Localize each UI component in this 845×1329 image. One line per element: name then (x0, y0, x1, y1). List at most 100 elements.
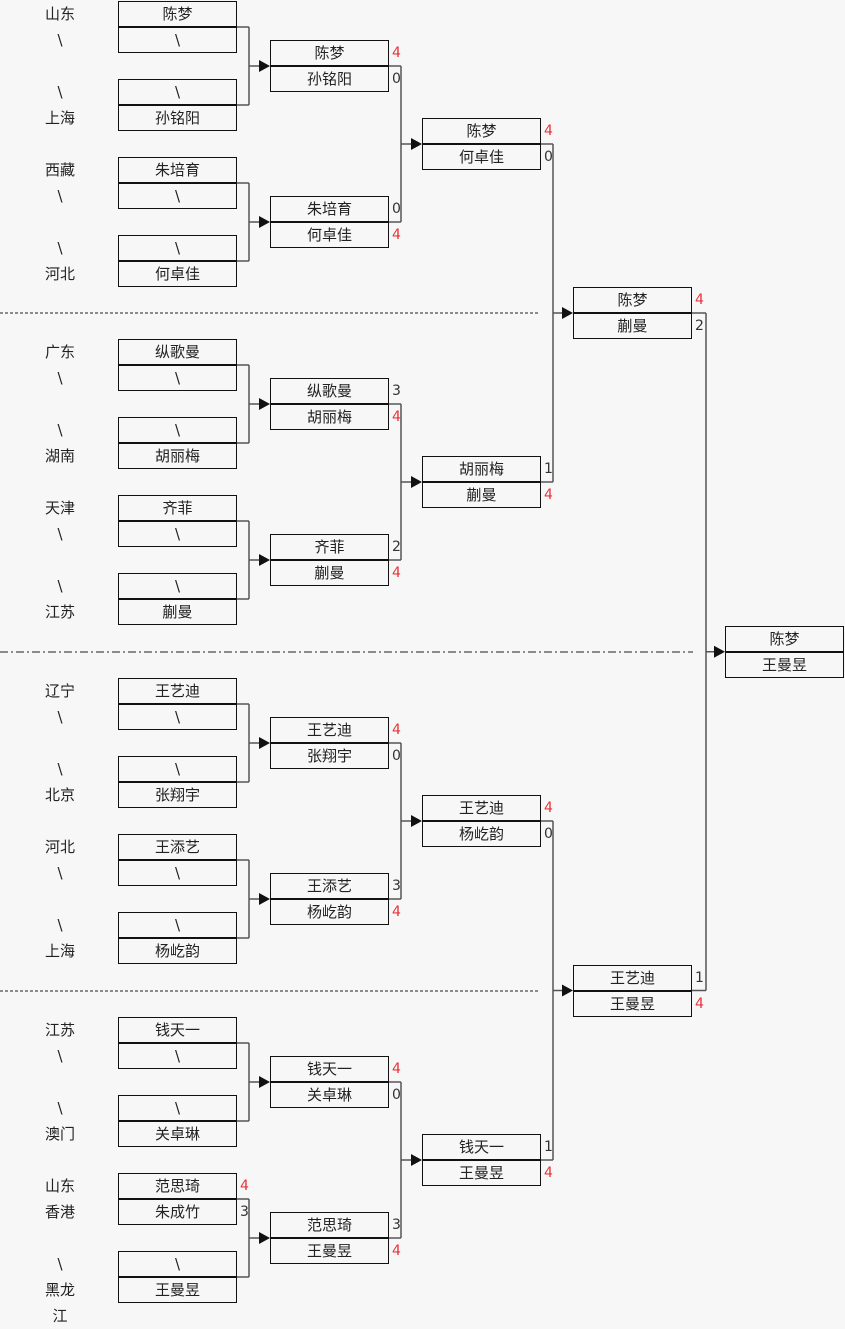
round4-player-cell[interactable]: 陈梦 (573, 287, 692, 313)
score-label: 0 (544, 149, 553, 165)
round1-player-cell[interactable]: 朱培育 (118, 157, 237, 183)
round1-player-cell[interactable]: \ (118, 365, 237, 391)
score-label: 3 (392, 878, 401, 894)
round2-player-cell[interactable]: 王曼昱 (270, 1238, 389, 1264)
region-label: \ (57, 421, 63, 439)
region-label: 上海 (44, 942, 75, 960)
round2-player-cell[interactable]: 王艺迪 (270, 717, 389, 743)
round1-player-cell[interactable]: \ (118, 79, 237, 105)
round3-player-cell[interactable]: 杨屹韵 (422, 821, 541, 847)
round1-player-cell[interactable]: 纵歌曼 (118, 339, 237, 365)
round1-player-cell[interactable]: 陈梦 (118, 1, 237, 27)
round2-player-cell[interactable]: 纵歌曼 (270, 378, 389, 404)
round1-player-cell[interactable]: \ (118, 235, 237, 261)
round1-player-cell[interactable]: 朱成竹 (118, 1199, 237, 1225)
region-label: \ (57, 1099, 63, 1117)
round1-player-cell[interactable]: \ (118, 1043, 237, 1069)
round1-player-cell[interactable]: \ (118, 860, 237, 886)
score-label: 4 (544, 800, 553, 816)
region-label: 江苏 (44, 1021, 75, 1039)
round2-player-cell[interactable]: 杨屹韵 (270, 899, 389, 925)
score-label: 4 (695, 292, 704, 308)
round1-player-cell[interactable]: 蒯曼 (118, 599, 237, 625)
round1-player-cell[interactable]: 王艺迪 (118, 678, 237, 704)
round3-player-cell[interactable]: 蒯曼 (422, 482, 541, 508)
round1-player-cell[interactable]: \ (118, 704, 237, 730)
round2-player-cell[interactable]: 何卓佳 (270, 222, 389, 248)
score-label: 4 (392, 904, 401, 920)
region-label: 香港 (44, 1203, 75, 1221)
round2-player-cell[interactable]: 钱天一 (270, 1056, 389, 1082)
arrow-icon (259, 737, 270, 749)
round3-player-cell[interactable]: 何卓佳 (422, 144, 541, 170)
round1-player-cell[interactable]: \ (118, 27, 237, 53)
round1-player-cell[interactable]: \ (118, 573, 237, 599)
arrow-icon (259, 60, 270, 72)
round1-player-cell[interactable]: \ (118, 756, 237, 782)
region-label: \ (57, 1255, 63, 1273)
round2-player-cell[interactable]: 关卓琳 (270, 1082, 389, 1108)
score-label: 4 (392, 722, 401, 738)
round2-player-cell[interactable]: 朱培育 (270, 196, 389, 222)
round3-player-cell[interactable]: 钱天一 (422, 1134, 541, 1160)
round2-player-cell[interactable]: 陈梦 (270, 40, 389, 66)
round1-player-cell[interactable]: 张翔宇 (118, 782, 237, 808)
round2-player-cell[interactable]: 胡丽梅 (270, 404, 389, 430)
region-label: 河北 (44, 838, 75, 856)
round1-player-cell[interactable]: \ (118, 1251, 237, 1277)
round1-player-cell[interactable]: 钱天一 (118, 1017, 237, 1043)
round1-player-cell[interactable]: 王曼昱 (118, 1277, 237, 1303)
region-label: \ (57, 369, 63, 387)
round3-player-cell[interactable]: 陈梦 (422, 118, 541, 144)
score-label: 1 (695, 969, 704, 986)
score-label: 2 (695, 318, 704, 334)
region-label: 黑龙江 (44, 1281, 75, 1325)
final-player-cell[interactable]: 王曼昱 (725, 651, 844, 678)
score-label: 4 (544, 1165, 553, 1181)
round4-player-cell[interactable]: 蒯曼 (573, 313, 692, 339)
round2-player-cell[interactable]: 齐菲 (270, 534, 389, 560)
final-player-cell[interactable]: 陈梦 (725, 625, 844, 652)
score-label: 0 (544, 826, 553, 842)
round2-player-cell[interactable]: 王添艺 (270, 873, 389, 899)
score-label: 0 (392, 201, 401, 217)
score-label: 4 (392, 565, 401, 581)
round4-player-cell[interactable]: 王曼昱 (573, 990, 692, 1017)
region-label: \ (57, 525, 63, 543)
round1-player-cell[interactable]: \ (118, 912, 237, 938)
round1-player-cell[interactable]: 关卓琳 (118, 1121, 237, 1147)
round1-player-cell[interactable]: 范思琦 (118, 1173, 237, 1199)
round3-player-cell[interactable]: 胡丽梅 (422, 456, 541, 482)
round4-player-cell[interactable]: 王艺迪 (573, 964, 692, 991)
region-label: 上海 (44, 109, 75, 127)
round1-player-cell[interactable]: \ (118, 183, 237, 209)
arrow-icon (562, 307, 573, 319)
score-label: 4 (544, 487, 553, 503)
round1-player-cell[interactable]: \ (118, 417, 237, 443)
round1-player-cell[interactable]: 王添艺 (118, 834, 237, 860)
score-label: 4 (392, 1061, 401, 1077)
round2-player-cell[interactable]: 范思琦 (270, 1212, 389, 1238)
arrow-icon (562, 984, 573, 997)
arrow-icon (259, 1076, 270, 1088)
arrow-icon (714, 645, 725, 658)
round1-player-cell[interactable]: 胡丽梅 (118, 443, 237, 469)
round1-player-cell[interactable]: \ (118, 521, 237, 547)
round1-player-cell[interactable]: 何卓佳 (118, 261, 237, 287)
round3-player-cell[interactable]: 王艺迪 (422, 795, 541, 821)
round1-player-cell[interactable]: \ (118, 1095, 237, 1121)
round2-player-cell[interactable]: 孙铭阳 (270, 66, 389, 92)
round1-player-cell[interactable]: 齐菲 (118, 495, 237, 521)
round1-player-cell[interactable]: 孙铭阳 (118, 105, 237, 131)
round1-player-cell[interactable]: 杨屹韵 (118, 938, 237, 964)
round2-player-cell[interactable]: 蒯曼 (270, 560, 389, 586)
region-label: \ (57, 83, 63, 101)
arrow-icon (259, 1232, 270, 1244)
region-label: \ (57, 239, 63, 257)
arrow-icon (411, 138, 422, 150)
score-label: 4 (392, 409, 401, 425)
round3-player-cell[interactable]: 王曼昱 (422, 1160, 541, 1186)
region-label: 河北 (44, 265, 75, 283)
round2-player-cell[interactable]: 张翔宇 (270, 743, 389, 769)
